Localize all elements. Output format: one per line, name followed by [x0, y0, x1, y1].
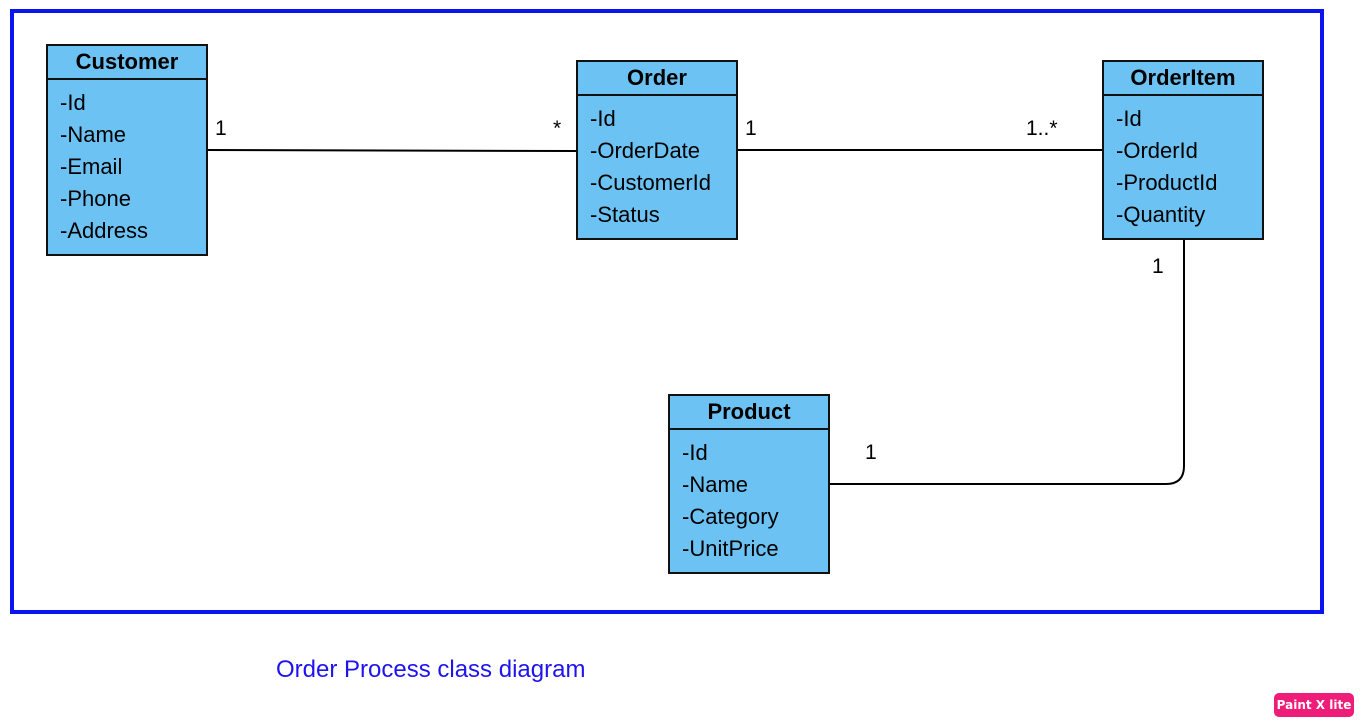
- attribute: -Email: [60, 154, 123, 179]
- class-order[interactable]: Order -Id -OrderDate -CustomerId -Status: [576, 60, 738, 240]
- attribute: -Name: [60, 122, 127, 147]
- attribute: -Status: [590, 202, 660, 227]
- class-orderitem-name: OrderItem: [1104, 62, 1262, 96]
- attribute: -OrderDate: [590, 138, 701, 163]
- attribute: -ProductId: [1116, 170, 1218, 195]
- attribute: -CustomerId: [590, 170, 712, 195]
- multiplicity-order-side: *: [553, 117, 562, 140]
- class-product[interactable]: Product -Id -Name -Category -UnitPrice: [668, 394, 830, 574]
- multiplicity-orderitem-to-product: 1: [1152, 255, 1164, 278]
- class-order-attributes: -Id -OrderDate -CustomerId -Status: [578, 96, 736, 231]
- customer-order-association: [206, 149, 578, 152]
- multiplicity-customer-side: 1: [215, 117, 227, 140]
- multiplicity-orderitem-side: 1..*: [1026, 117, 1058, 140]
- attribute: -Id: [1116, 106, 1142, 131]
- attribute: -Phone: [60, 186, 131, 211]
- attribute: -Category: [682, 504, 779, 529]
- attribute: -Id: [60, 90, 86, 115]
- multiplicity-order-to-item: 1: [745, 117, 757, 140]
- class-product-name: Product: [670, 396, 828, 430]
- class-order-name: Order: [578, 62, 736, 96]
- class-customer[interactable]: Customer -Id -Name -Email -Phone -Addres…: [46, 44, 208, 256]
- orderitem-product-association: [829, 239, 1185, 485]
- attribute: -OrderId: [1116, 138, 1198, 163]
- attribute: -UnitPrice: [682, 536, 779, 561]
- class-customer-name: Customer: [48, 46, 206, 80]
- paint-x-lite-watermark: Paint X lite: [1274, 693, 1354, 717]
- class-customer-attributes: -Id -Name -Email -Phone -Address: [48, 80, 206, 247]
- diagram-caption: Order Process class diagram: [276, 656, 586, 683]
- class-orderitem[interactable]: OrderItem -Id -OrderId -ProductId -Quant…: [1102, 60, 1264, 240]
- attribute: -Address: [60, 218, 149, 243]
- attribute: -Id: [590, 106, 616, 131]
- attribute: -Name: [682, 472, 749, 497]
- multiplicity-product-side: 1: [865, 441, 877, 464]
- diagram-frame: [10, 9, 1324, 614]
- class-product-attributes: -Id -Name -Category -UnitPrice: [670, 430, 828, 565]
- attribute: -Id: [682, 440, 708, 465]
- attribute: -Quantity: [1116, 202, 1206, 227]
- class-orderitem-attributes: -Id -OrderId -ProductId -Quantity: [1104, 96, 1262, 231]
